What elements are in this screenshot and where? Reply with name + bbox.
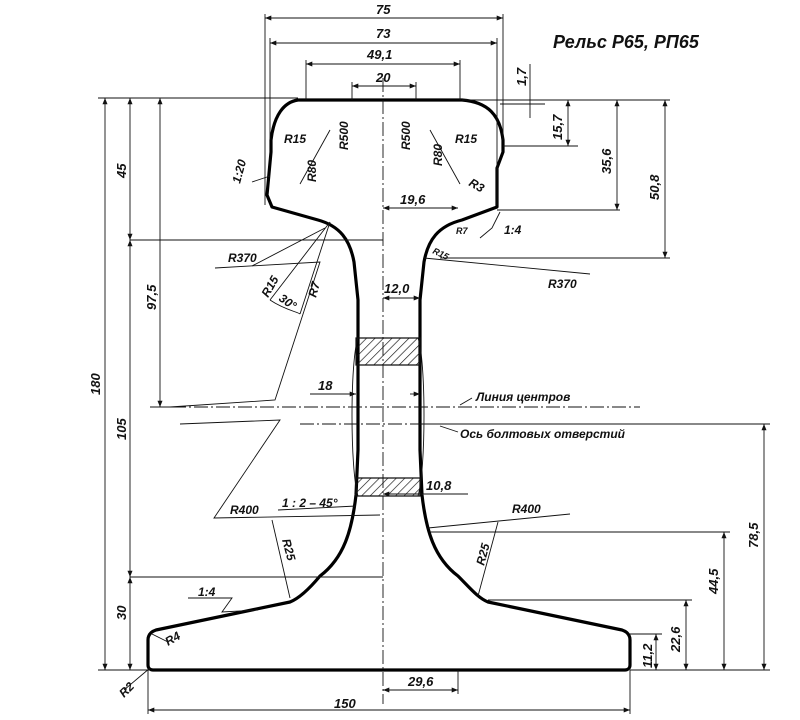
dim-20: 20 <box>375 70 391 85</box>
dim-78-5: 78,5 <box>746 522 761 548</box>
dim-18: 18 <box>318 378 333 393</box>
leader-r25-right <box>477 521 499 597</box>
leader-r2 <box>123 667 151 691</box>
dim-180: 180 <box>88 373 103 395</box>
dim-15-7: 15,7 <box>550 114 565 140</box>
radius-r80-left: R80 <box>305 160 319 182</box>
leader-r370-right <box>423 257 591 275</box>
leader-center-line <box>459 397 473 406</box>
dim-29-6: 29,6 <box>407 674 434 689</box>
leader-slope-head-right <box>479 211 501 239</box>
radius-r15-left: R15 <box>284 132 306 146</box>
radius-r400-left: R400 <box>230 503 259 517</box>
radius-r7-neck: R7 <box>305 279 323 299</box>
leader-bolt-axis <box>439 425 459 433</box>
radius-r370-left: R370 <box>228 251 257 265</box>
radius-r15-neck: R15 <box>258 273 281 299</box>
radius-r400-right: R400 <box>512 502 541 516</box>
dim-73: 73 <box>376 26 391 41</box>
web-taper-label: 1 : 2 – 45° <box>282 496 338 510</box>
slope-foot-label: 1:4 <box>198 585 216 599</box>
radius-r2: R2 <box>116 679 137 700</box>
dim-22-6: 22,6 <box>668 626 683 653</box>
dim-150: 150 <box>334 696 356 711</box>
leader-r4 <box>151 633 169 643</box>
drawing-title: Рельс Р65, РП65 <box>553 32 700 52</box>
radius-r25-left: R25 <box>279 537 298 562</box>
bolt-hole-lower <box>355 477 421 497</box>
radius-r7-right: R7 <box>456 226 468 236</box>
bolt-hole-arc-left <box>351 337 359 497</box>
dim-49-1: 49,1 <box>366 47 392 62</box>
dim-1-7: 1,7 <box>514 67 529 86</box>
dim-12-0: 12,0 <box>384 281 410 296</box>
dim-19-6: 19,6 <box>400 192 426 207</box>
dim-30: 30 <box>114 605 129 620</box>
radius-r15-right: R15 <box>455 132 477 146</box>
radius-r25-right: R25 <box>473 542 492 567</box>
leader-web-taper <box>277 505 357 511</box>
leader-r25-left <box>271 519 291 599</box>
leader-r370-left <box>169 261 321 408</box>
leader-30-deg <box>269 221 331 301</box>
bolt-axis-label: Ось болтовых отверстий <box>460 427 626 441</box>
dim-105: 105 <box>114 418 129 440</box>
angle-30-label: 30° <box>276 291 299 313</box>
slope-head-right-label: 1:4 <box>504 223 522 237</box>
dim-45: 45 <box>114 163 129 179</box>
bolt-hole-arc-right <box>417 337 425 497</box>
dim-75: 75 <box>376 2 391 17</box>
radius-r500-left: R500 <box>337 121 351 150</box>
leader-r400-right <box>427 513 571 529</box>
radius-r500-right: R500 <box>399 121 413 150</box>
dim-97-5: 97,5 <box>144 284 159 310</box>
leader-r7-neck <box>299 221 331 315</box>
leader-r15-neck <box>251 227 326 267</box>
radius-r4: R4 <box>163 629 184 649</box>
center-line-label: Линия центров <box>475 390 570 404</box>
angle-arc-30 <box>269 299 301 315</box>
bolt-hole-upper <box>355 337 421 366</box>
dim-10-8: 10,8 <box>426 478 452 493</box>
dim-50-8: 50,8 <box>647 174 662 200</box>
leader-slope-foot <box>188 597 259 613</box>
dim-44-5: 44,5 <box>706 568 721 595</box>
leader-slope-head <box>251 175 271 183</box>
dim-35-6: 35,6 <box>599 148 614 174</box>
leader-r400-left <box>179 419 381 519</box>
rail-profile-outline <box>146 98 632 672</box>
radius-r80-right: R80 <box>431 144 445 166</box>
radius-r370-right: R370 <box>548 277 577 291</box>
radius-r3: R3 <box>467 175 488 195</box>
dim-11-2: 11,2 <box>640 643 655 668</box>
leader-r80-right <box>429 129 461 185</box>
slope-head-label: 1:20 <box>229 158 249 185</box>
leader-r80-left <box>299 129 331 185</box>
